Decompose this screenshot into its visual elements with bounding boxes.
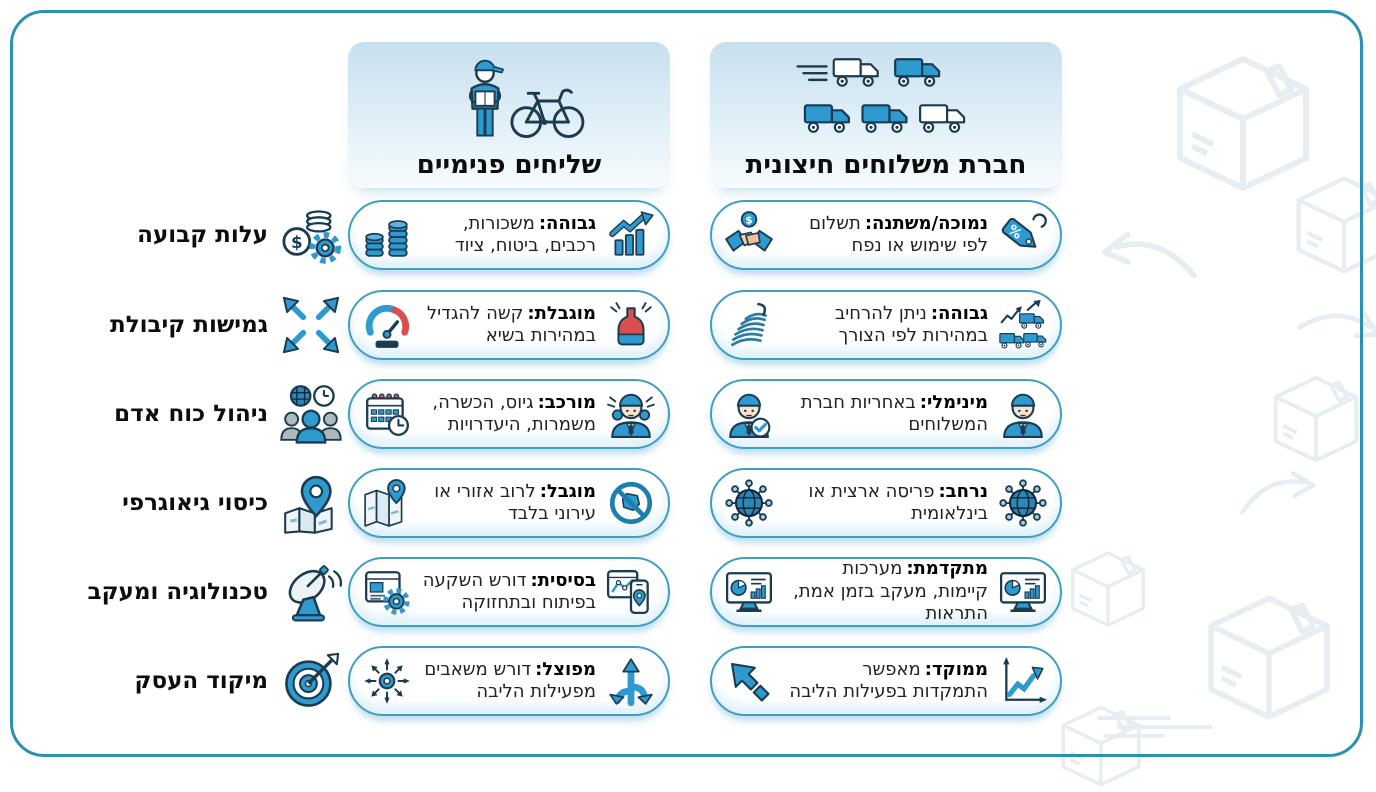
globe-network-icon bbox=[724, 478, 774, 528]
card-external-technology: מתקדמת:מערכות קיימות, מעקב בזמן אמת, התר… bbox=[710, 557, 1062, 627]
coins-gear-icon: $ bbox=[280, 204, 342, 266]
watermark-speed-lines bbox=[1095, 714, 1275, 740]
row-label-fixed-cost: עלות קבועה $ bbox=[56, 200, 342, 270]
gauge-icon bbox=[362, 300, 412, 350]
watermark-box-icon bbox=[1066, 548, 1150, 632]
globe-network-icon bbox=[998, 478, 1048, 528]
header-internal-title: שליחים פנימיים bbox=[416, 150, 602, 180]
dashboard-monitor-icon bbox=[998, 567, 1048, 617]
watermark-arrow-icon bbox=[1084, 219, 1205, 306]
folded-map-pin-icon bbox=[362, 478, 412, 528]
row-label-text: גמישות קיבולת bbox=[109, 312, 268, 338]
price-tag-icon: % bbox=[998, 210, 1048, 260]
card-external-focus: ממוקד:מאפשר התמקדות בפעילות הליבה bbox=[710, 646, 1062, 716]
stressed-person-icon bbox=[606, 389, 656, 439]
watermark-arrow-icon bbox=[1290, 289, 1376, 373]
card-text: מוגבלת:קשה להגדיל במהירות בשיא bbox=[426, 302, 596, 347]
chart-growth-icon bbox=[606, 210, 656, 260]
scatter-arrows-icon bbox=[362, 656, 412, 706]
row-label-technology-tracking: טכנולוגיה ומעקב bbox=[56, 557, 342, 627]
card-external-hr: מינימלי:באחריות חברת המשלוחים bbox=[710, 379, 1062, 449]
no-coverage-icon bbox=[606, 478, 656, 528]
card-external-capacity: גבוהה:ניתן להרחיב במהירות לפי הצורך bbox=[710, 290, 1062, 360]
crossroads-arrows-icon bbox=[606, 656, 656, 706]
card-internal-hr: מורכב:גיוס, הכשרה, משמרות, היעדרויות bbox=[348, 379, 670, 449]
coins-stack-icon bbox=[362, 210, 412, 260]
spring-icon bbox=[724, 300, 774, 350]
card-text: נמוכה/משתנה:תשלום לפי שימוש או נפח bbox=[809, 212, 988, 257]
card-internal-capacity: מוגבלת:קשה להגדיל במהירות בשיא bbox=[348, 290, 670, 360]
watermark-box-icon bbox=[1290, 172, 1376, 280]
card-external-coverage: נרחב:פריסה ארצית או בינלאומית bbox=[710, 468, 1062, 538]
card-text: מורכב:גיוס, הכשרה, משמרות, היעדרויות bbox=[432, 391, 596, 436]
card-text: בסיסית:דורש השקעה בפיתוח ובתחזוקה bbox=[422, 569, 596, 614]
row-label-text: טכנולוגיה ומעקב bbox=[87, 579, 268, 605]
truck-fleet-icon bbox=[786, 42, 986, 152]
watermark-box-icon bbox=[1200, 590, 1338, 728]
trucks-growth-icon bbox=[998, 300, 1048, 350]
card-internal-coverage: מוגבל:לרוב אזורי או עירוני בלבד bbox=[348, 468, 670, 538]
app-tracking-icon bbox=[606, 567, 656, 617]
person-check-icon bbox=[724, 389, 774, 439]
satellite-dish-icon bbox=[280, 561, 342, 623]
header-internal-couriers: שליחים פנימיים bbox=[348, 42, 670, 188]
team-clock-icon bbox=[280, 383, 342, 445]
infographic-page: { "headers": { "internal": { "title": "ש… bbox=[10, 10, 1376, 768]
card-internal-technology: בסיסית:דורש השקעה בפיתוח ובתחזוקה bbox=[348, 557, 670, 627]
header-external-title: חברת משלוחים חיצונית bbox=[745, 150, 1027, 180]
bottleneck-icon bbox=[606, 300, 656, 350]
card-text: מתקדמת:מערכות קיימות, מעקב בזמן אמת, התר… bbox=[793, 558, 988, 625]
row-label-text: כיסוי גיאוגרפי bbox=[122, 490, 268, 516]
card-internal-fixed-cost: גבוהה:משכורות, רכבים, ביטוח, ציוד bbox=[348, 200, 670, 270]
growth-chart-icon bbox=[998, 656, 1048, 706]
expand-arrows-icon bbox=[280, 294, 342, 356]
card-text: מוגבל:לרוב אזורי או עירוני בלבד bbox=[434, 480, 596, 525]
card-text: מינימלי:באחריות חברת המשלוחים bbox=[800, 391, 988, 436]
header-external-company: חברת משלוחים חיצונית bbox=[710, 42, 1062, 188]
row-label-geographic-coverage: כיסוי גיאוגרפי bbox=[56, 468, 342, 538]
row-label-business-focus: מיקוד העסק bbox=[56, 646, 342, 716]
row-label-text: מיקוד העסק bbox=[134, 668, 268, 694]
map-pin-icon bbox=[280, 472, 342, 534]
row-label-text: עלות קבועה bbox=[137, 222, 268, 248]
courier-bicycle-icon bbox=[424, 42, 594, 152]
watermark-box-icon bbox=[1268, 372, 1364, 468]
dashboard-monitor-icon bbox=[724, 567, 774, 617]
browser-gear-icon bbox=[362, 567, 412, 617]
target-dart-icon bbox=[280, 650, 342, 712]
row-label-hr-management: ניהול כוח אדם bbox=[56, 379, 342, 449]
courier-person-icon bbox=[998, 389, 1048, 439]
card-external-fixed-cost: $ נמוכה/משתנה:תשלום לפי שימוש או נפח % bbox=[710, 200, 1062, 270]
card-text: ממוקד:מאפשר התמקדות בפעילות הליבה bbox=[789, 658, 988, 703]
card-text: גבוהה:משכורות, רכבים, ביטוח, ציוד bbox=[454, 212, 596, 257]
card-text: נרחב:פריסה ארצית או בינלאומית bbox=[808, 480, 988, 525]
calendar-clock-icon bbox=[362, 389, 412, 439]
card-text: מפוצל:דורש משאבים מפעילות הליבה bbox=[424, 658, 596, 703]
watermark-arrow-icon bbox=[1230, 456, 1334, 538]
rocket-arrow-icon bbox=[724, 656, 774, 706]
svg-text:$: $ bbox=[745, 215, 752, 227]
card-internal-focus: מפוצל:דורש משאבים מפעילות הליבה bbox=[348, 646, 670, 716]
row-label-text: ניהול כוח אדם bbox=[114, 401, 268, 427]
row-label-capacity-flexibility: גמישות קיבולת bbox=[56, 290, 342, 360]
card-text: גבוהה:ניתן להרחיב במהירות לפי הצורך bbox=[834, 302, 988, 347]
handshake-icon: $ bbox=[724, 210, 774, 260]
svg-text:$: $ bbox=[291, 232, 303, 252]
